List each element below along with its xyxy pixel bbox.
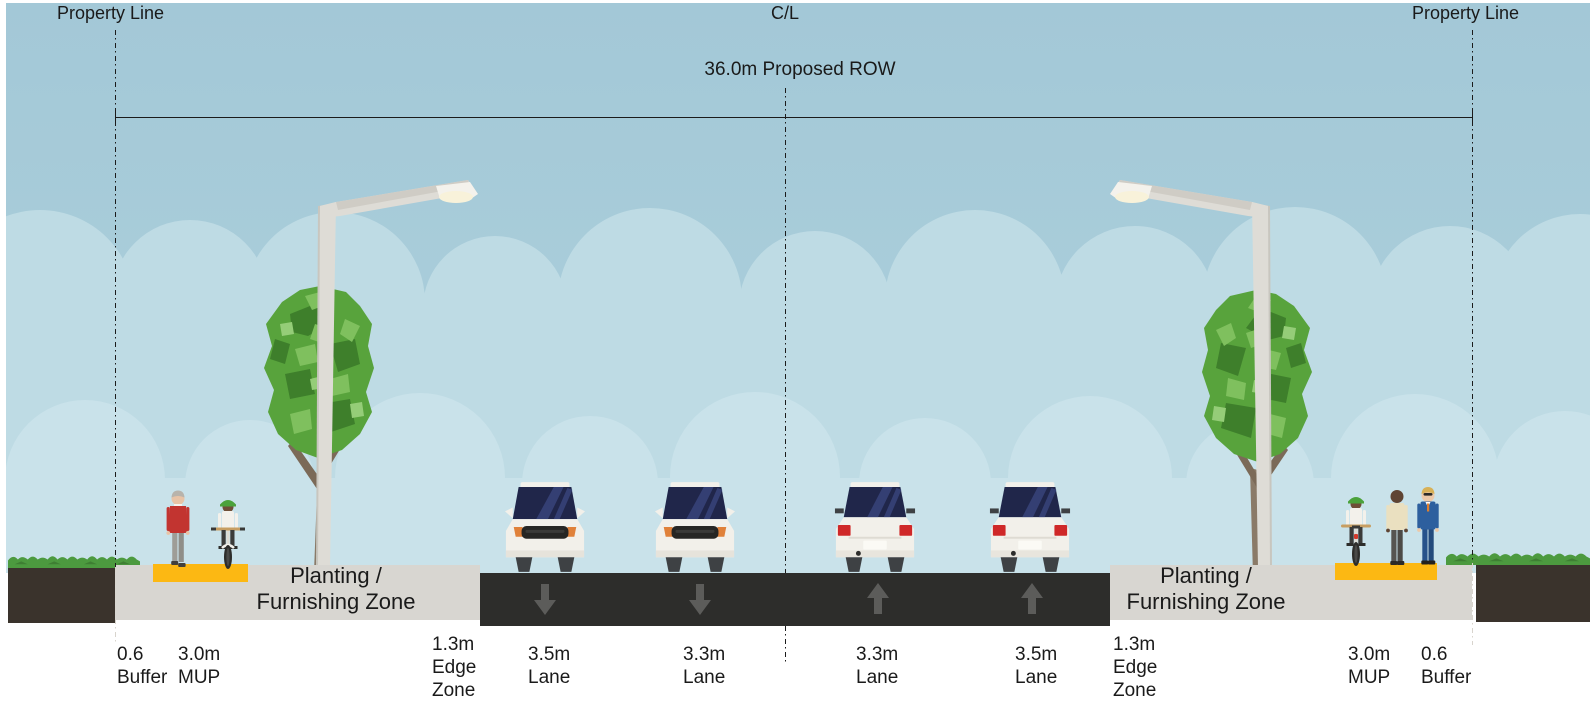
mup-path-right [1335, 563, 1437, 580]
car-rear-icon [833, 481, 917, 573]
zone-label-line: Furnishing Zone [256, 589, 416, 614]
roadway [480, 573, 1110, 626]
lane-arrow-up-icon [865, 582, 891, 614]
property-line-right-marker [1472, 30, 1473, 563]
dimension-label-lane-3: 3.3m Lane [856, 643, 898, 689]
car-front-icon [503, 481, 587, 573]
soil-strip-left [8, 566, 115, 623]
dimension-text: Lane [1015, 667, 1058, 688]
dimension-text: Lane [683, 667, 726, 688]
dimension-tick [1472, 112, 1473, 123]
property-line-label-right: Property Line [1412, 3, 1520, 23]
dimension-text: Zone [1113, 680, 1157, 701]
dimension-text: Buffer [1421, 667, 1472, 688]
street-lamp-icon [1103, 170, 1278, 570]
street-lamp-icon [310, 170, 485, 570]
lane-arrow-down-icon [687, 584, 713, 616]
dimension-label-lane-2: 3.3m Lane [683, 643, 725, 689]
dimension-text: 3.3m [856, 644, 899, 665]
car-front-icon [653, 481, 737, 573]
dimension-text: Edge [432, 657, 477, 678]
dimension-text: MUP [178, 667, 221, 688]
mup-path-left [153, 564, 248, 582]
planting-zone-label-right: Planting / Furnishing Zone [1096, 563, 1316, 615]
centerline-marker [785, 88, 786, 573]
dimension-label-mup-right: 3.0m MUP [1348, 643, 1390, 689]
cloud-icon [6, 207, 1590, 573]
lane-arrow-up-icon [1019, 582, 1045, 614]
dimension-label-edge-zone-left: 1.3m Edge Zone [432, 633, 476, 702]
dimension-text: 1.3m [432, 634, 475, 655]
dimension-text: Zone [432, 680, 476, 701]
property-line-left-marker [115, 30, 116, 567]
planting-zone-label-left: Planting / Furnishing Zone [226, 563, 446, 615]
zone-label-line: Planting / [1160, 563, 1252, 588]
property-line-label-left: Property Line [57, 3, 165, 23]
property-line-right-marker [1472, 563, 1473, 645]
dimension-label-buffer-right: 0.6 Buffer [1421, 643, 1471, 689]
dimension-text: Lane [856, 667, 899, 688]
centerline-label: C/L [770, 3, 799, 23]
dimension-text: 0.6 [117, 644, 144, 665]
lane-arrow-down-icon [532, 584, 558, 616]
centerline-marker [785, 626, 786, 663]
dimension-text: 3.5m [528, 644, 571, 665]
property-line-left-marker [115, 567, 116, 645]
grass-icon [1446, 548, 1590, 565]
pedestrian-icon [1412, 486, 1444, 566]
zone-label-line: Furnishing Zone [1126, 589, 1286, 614]
dimension-tick [115, 112, 116, 123]
dimension-text: 3.5m [1015, 644, 1058, 665]
dimension-text: 1.3m [1113, 634, 1156, 655]
row-dimension-line [115, 117, 1472, 118]
dimension-text: MUP [1348, 667, 1391, 688]
pedestrian-icon [1381, 487, 1413, 567]
pedestrian-icon [162, 489, 194, 569]
zone-label-line: Planting / [290, 563, 382, 588]
dimension-label-lane-4: 3.5m Lane [1015, 643, 1057, 689]
cyclist-icon [208, 495, 248, 569]
dimension-text: 3.0m [178, 644, 221, 665]
dimension-label-lane-1: 3.5m Lane [528, 643, 570, 689]
dimension-text: Lane [528, 667, 571, 688]
cyclist-icon [1336, 492, 1376, 566]
car-rear-icon [988, 481, 1072, 573]
dimension-label-mup-left: 3.0m MUP [178, 643, 220, 689]
dimension-text: Edge [1113, 657, 1158, 678]
dimension-label-edge-zone-right: 1.3m Edge Zone [1113, 633, 1157, 702]
soil-strip-right [1476, 563, 1590, 622]
row-dimension-label: 36.0m Proposed ROW [704, 59, 896, 80]
dimension-text: 3.3m [683, 644, 726, 665]
dimension-text: 0.6 [1421, 644, 1448, 665]
dimension-label-buffer-left: 0.6 Buffer [117, 643, 167, 689]
dimension-text: 3.0m [1348, 644, 1391, 665]
dimension-text: Buffer [117, 667, 168, 688]
